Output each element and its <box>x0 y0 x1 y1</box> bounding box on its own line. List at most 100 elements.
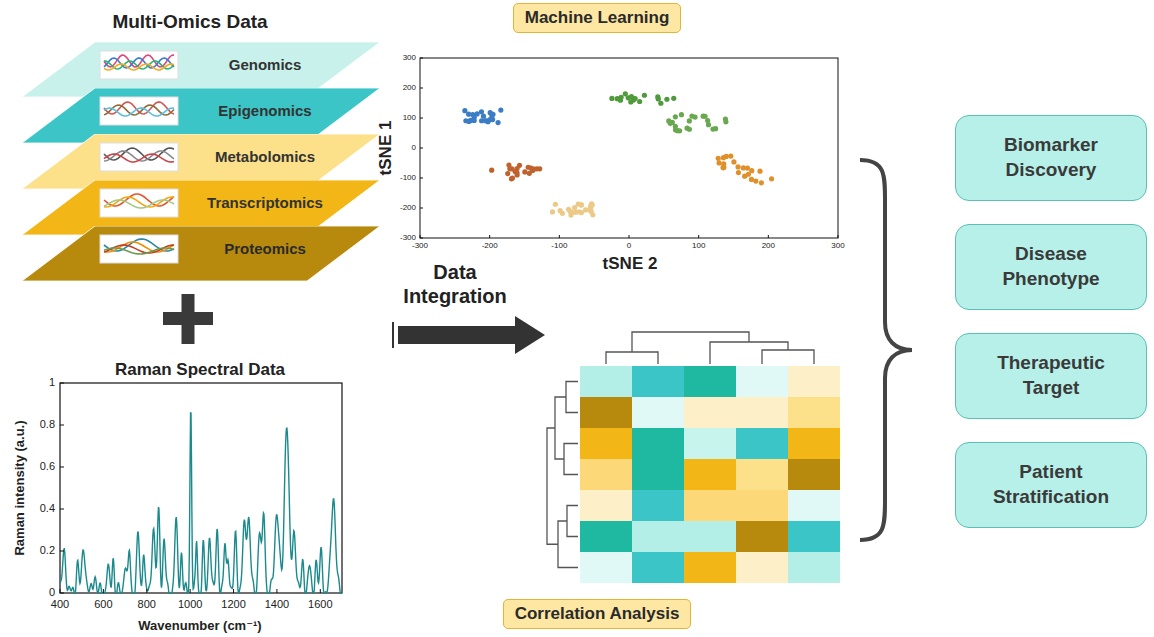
data-point <box>527 171 532 176</box>
data-point <box>474 111 479 116</box>
data-point <box>731 159 736 164</box>
tick-label: 1400 <box>265 598 289 611</box>
omics-icon-stroke <box>104 55 174 67</box>
heatmap-cell <box>788 521 840 552</box>
data-point <box>668 121 673 126</box>
heatmap-cell <box>684 397 736 428</box>
tick-mark <box>60 593 64 594</box>
tick-label: 200 <box>762 241 775 251</box>
omics-icon <box>100 51 178 79</box>
heatmap-cell <box>788 366 840 397</box>
data-point <box>462 108 467 113</box>
layer-outline <box>22 226 380 281</box>
tick-label: 1600 <box>308 598 332 611</box>
data-point <box>628 99 633 104</box>
integration-arrow <box>398 316 545 354</box>
data-point <box>522 169 527 174</box>
curly-brace <box>860 160 912 540</box>
tick-mark <box>60 509 64 510</box>
data-point <box>568 212 573 217</box>
outcome-box: Biomarker Discovery <box>955 115 1147 201</box>
data-point <box>724 154 729 159</box>
node-text: Correlation Analysis <box>515 604 680 624</box>
data-point <box>510 175 515 180</box>
tick-mark <box>60 467 64 468</box>
heatmap-cell <box>632 366 684 397</box>
dendrogram-branch <box>710 342 788 364</box>
tick-label: 300 <box>831 241 844 251</box>
heatmap-cell <box>684 459 736 490</box>
heading-label: Data Integration <box>385 260 525 308</box>
plus-sign <box>182 294 195 344</box>
tick-mark <box>420 208 423 209</box>
data-point <box>658 101 663 106</box>
heatmap-cell <box>788 459 840 490</box>
data-point <box>526 165 531 170</box>
tick-label: 0 <box>49 586 55 599</box>
tick-mark <box>276 589 277 593</box>
data-point <box>534 166 539 171</box>
tick-label: 1000 <box>178 598 202 611</box>
data-point <box>671 96 676 101</box>
dendrogram-branch <box>632 332 749 352</box>
heatmap-cell <box>580 366 632 397</box>
heatmap-cell <box>580 459 632 490</box>
layer-shape <box>22 226 380 281</box>
omics-icon <box>100 97 178 125</box>
heatmap-cell <box>632 397 684 428</box>
heatmap-cell <box>632 459 684 490</box>
data-point <box>673 114 678 119</box>
tick-label: 0.8 <box>40 418 55 431</box>
heatmap-cell <box>736 459 788 490</box>
data-point <box>716 160 721 165</box>
heatmap-cell <box>684 521 736 552</box>
tick-label: -200 <box>400 203 416 213</box>
omics-icon-stroke <box>104 248 174 254</box>
tick-mark <box>103 589 104 593</box>
outcome-box: Patient Stratification <box>955 442 1147 528</box>
node-text: Genomics <box>229 56 302 73</box>
omics-icon-stroke <box>104 151 174 161</box>
data-point <box>505 171 510 176</box>
heatmap-cell <box>580 552 632 583</box>
data-point <box>706 122 711 127</box>
node-text: Transcriptomics <box>207 194 323 211</box>
omics-icon-stroke <box>104 242 174 252</box>
dendrogram-branch <box>564 444 578 475</box>
node-text: Epigenomics <box>218 102 311 119</box>
data-point <box>506 162 511 167</box>
data-point <box>687 127 692 132</box>
tick-mark <box>420 58 423 59</box>
dendrogram <box>547 332 814 568</box>
tick-mark <box>60 383 64 384</box>
heading-label: tSNE 1 <box>376 121 396 176</box>
node-text: Disease Phenotype <box>976 242 1126 291</box>
node-text: Proteomics <box>224 240 306 257</box>
data-point <box>745 165 750 170</box>
omics-icon-stroke <box>104 105 174 115</box>
data-point <box>710 126 715 131</box>
tick-label: 200 <box>403 83 416 93</box>
omics-icon-stroke <box>104 197 174 207</box>
heading-label: Multi-Omics Data <box>112 11 267 34</box>
data-point <box>716 156 721 161</box>
tick-label: 800 <box>138 598 156 611</box>
data-point <box>701 114 706 119</box>
data-point <box>490 112 495 117</box>
data-point <box>558 208 563 213</box>
omics-icon-stroke <box>104 245 174 253</box>
tick-label: -200 <box>482 241 498 251</box>
heatmap-cell <box>632 428 684 459</box>
heatmap-cell <box>788 397 840 428</box>
tick-mark <box>629 235 630 238</box>
tick-mark <box>768 235 769 238</box>
data-point <box>566 207 571 212</box>
tick-mark <box>698 235 699 238</box>
dendrogram-branch <box>547 428 558 544</box>
tick-label: 0.2 <box>40 544 55 557</box>
tick-mark <box>60 589 61 593</box>
omics-layer: Proteomics <box>22 226 380 281</box>
heatmap-cell <box>788 428 840 459</box>
data-point <box>609 96 614 101</box>
data-point <box>735 164 740 169</box>
